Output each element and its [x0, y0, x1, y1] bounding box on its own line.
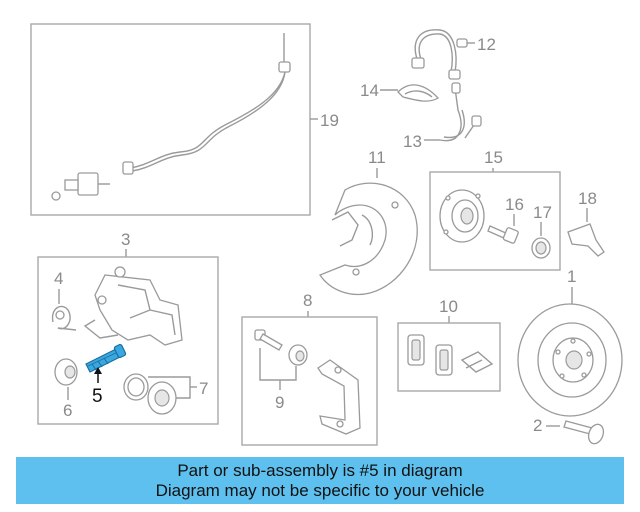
banner-part-message: Part or sub-assembly is #5 in diagram	[177, 461, 463, 480]
banner-disclaimer: Diagram may not be specific to your vehi…	[155, 481, 485, 500]
callout-2: 2	[533, 416, 542, 435]
callout-10: 10	[439, 297, 458, 316]
callout-18: 18	[578, 189, 597, 208]
splash-shield-part-11: 11	[319, 148, 418, 296]
boot-part-9b	[288, 344, 308, 366]
callout-13: 13	[403, 132, 422, 151]
caliper-bracket-part	[317, 359, 361, 435]
callout-3: 3	[121, 230, 130, 249]
callout-4: 4	[54, 269, 63, 288]
hose-bracket-part-14: 14	[360, 81, 440, 102]
cap-part-17	[531, 237, 551, 259]
callout-9: 9	[275, 393, 284, 412]
callout-16: 16	[505, 195, 524, 214]
group-19-box: 19	[30, 23, 339, 216]
hub-bearing-part	[439, 189, 485, 243]
callout-6: 6	[63, 401, 72, 420]
brake-hose-part-12: 12	[411, 29, 496, 80]
guide-pin-part-9a	[254, 329, 283, 351]
group-15-box: 15 16 17	[429, 148, 561, 271]
sensor-part-18: 18	[567, 189, 605, 257]
brake-rotor-part-1: 1	[517, 267, 623, 417]
brake-line-part-13: 13	[403, 82, 482, 151]
bleeder-part-4	[51, 305, 77, 331]
callout-8: 8	[303, 291, 312, 310]
group-8-box: 8 9	[241, 291, 378, 446]
guide-pin-part-5-highlighted	[85, 343, 127, 373]
caliper-housing-part	[83, 266, 183, 346]
callout-11: 11	[368, 148, 386, 167]
exploded-parts-diagram: 19 12 14 13	[30, 23, 623, 446]
piston-seal-part-7	[123, 373, 197, 415]
callout-5-arrowhead	[94, 367, 102, 374]
callout-12: 12	[477, 35, 496, 54]
info-banner: Part or sub-assembly is #5 in diagram Di…	[16, 457, 624, 504]
bolt-part-2: 2	[533, 416, 605, 445]
brake-pads-part	[407, 334, 494, 376]
sensor-harness-part	[51, 33, 291, 201]
group-3-box: 3 4 5	[37, 230, 219, 425]
group-10-box: 10	[397, 297, 501, 392]
callout-7: 7	[199, 379, 208, 398]
bushing-part-6	[54, 358, 78, 386]
hub-bolt-part-16	[487, 225, 519, 244]
callout-14: 14	[360, 81, 379, 100]
callout-1: 1	[567, 267, 576, 286]
callout-5: 5	[92, 386, 103, 407]
callout-15: 15	[484, 148, 503, 167]
callout-19: 19	[320, 111, 339, 130]
callout-17: 17	[533, 203, 552, 222]
